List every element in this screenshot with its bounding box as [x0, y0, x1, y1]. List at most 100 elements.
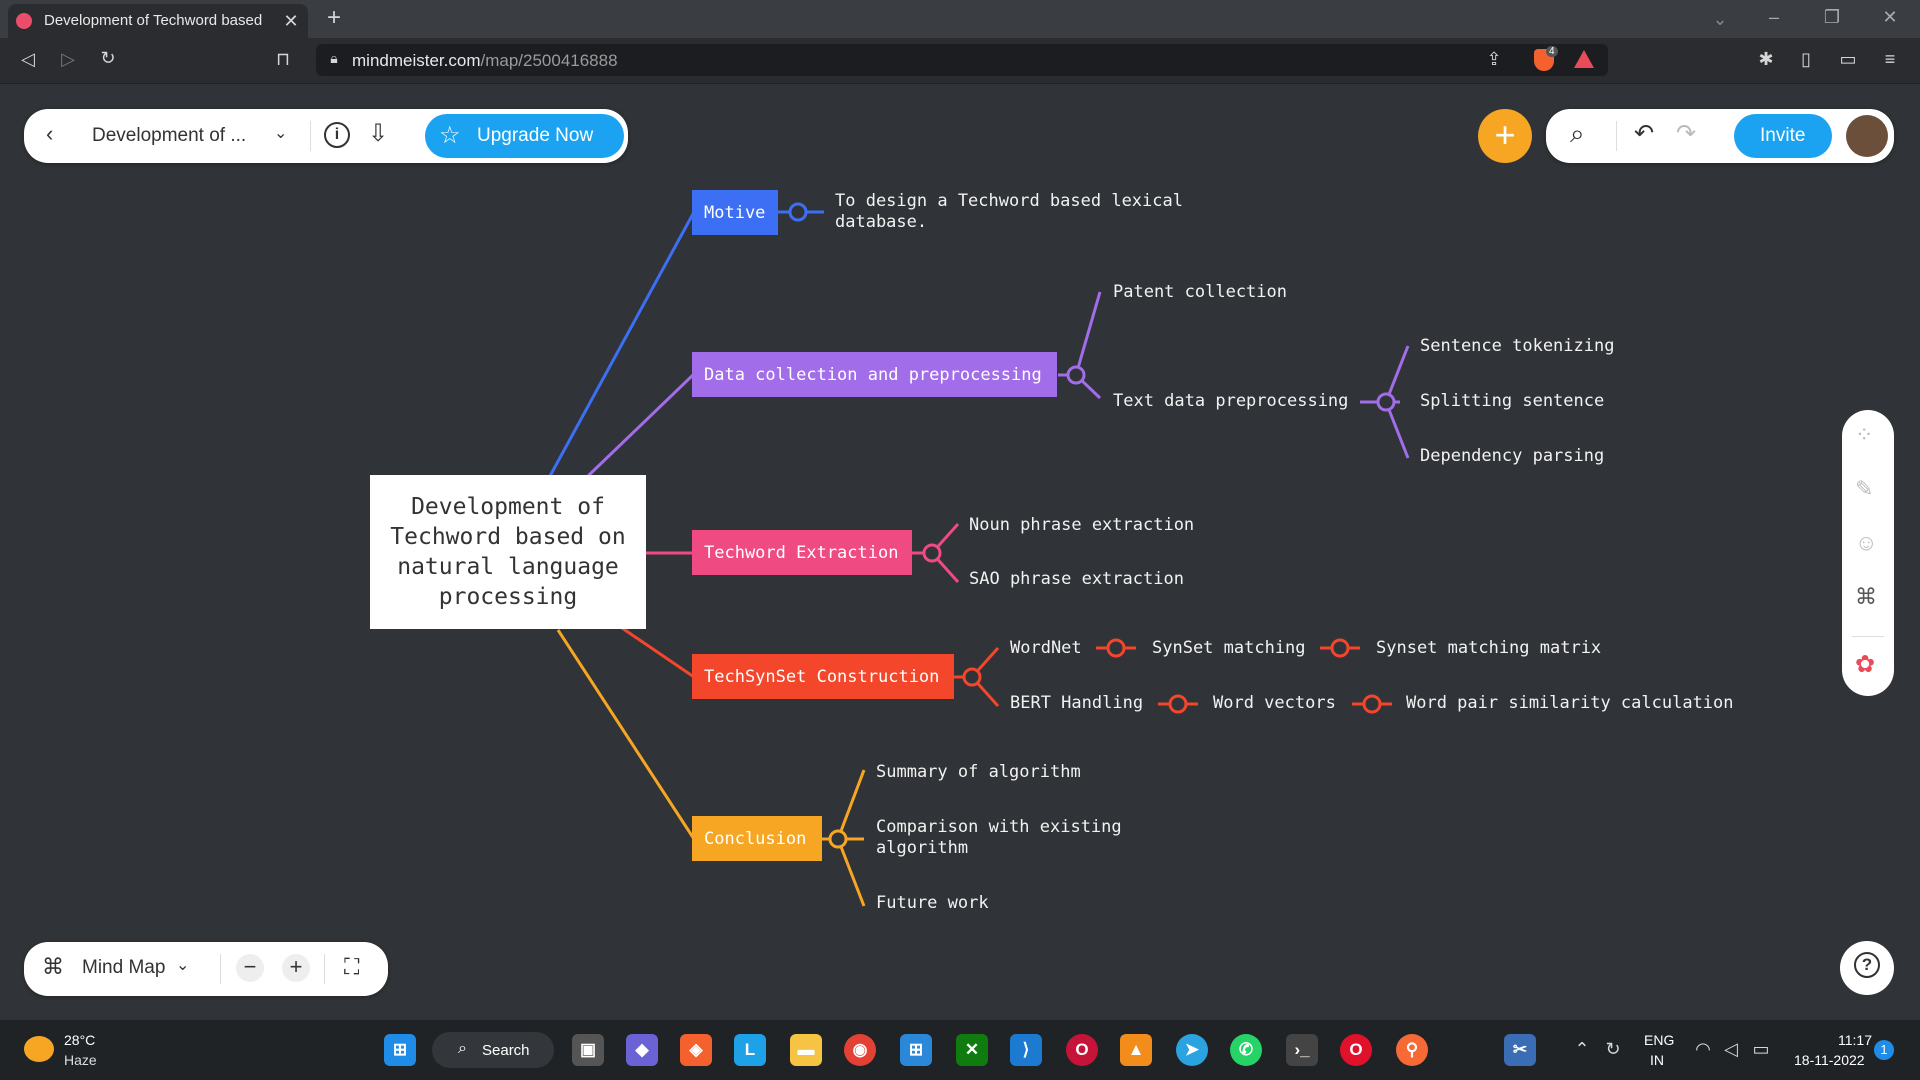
back-icon[interactable]: ◁: [21, 49, 35, 69]
leaf-word-pair-similarity[interactable]: Word pair similarity calculation: [1406, 693, 1734, 713]
wifi-icon[interactable]: ◠: [1695, 1039, 1711, 1059]
fit-to-screen-icon[interactable]: ⛶: [344, 954, 360, 979]
leaf-synset-matching-matrix[interactable]: Synset matching matrix: [1376, 638, 1602, 658]
leaf-noun-phrase-extraction[interactable]: Noun phrase extraction: [969, 515, 1195, 535]
telegram-icon[interactable]: ➤: [1176, 1034, 1208, 1066]
l-app-icon[interactable]: L: [734, 1034, 766, 1066]
style-brush-icon[interactable]: ✎: [1855, 476, 1874, 501]
node-conclusion[interactable]: Conclusion: [692, 816, 822, 861]
leaf-patent-collection[interactable]: Patent collection: [1113, 282, 1287, 302]
color-palette-icon[interactable]: ✿: [1855, 651, 1876, 678]
tab-list-chevron-icon[interactable]: ⌄: [1712, 9, 1728, 29]
browser-menu-icon[interactable]: ≡: [1884, 49, 1896, 69]
brave-browser-icon[interactable]: ◈: [680, 1034, 712, 1066]
tray-sync-icon[interactable]: ↻: [1605, 1039, 1621, 1059]
terminal-icon[interactable]: ›_: [1286, 1034, 1318, 1066]
restore-icon[interactable]: ❐: [1823, 7, 1841, 27]
teams-chat-icon[interactable]: ◆: [626, 1034, 658, 1066]
node-motive[interactable]: Motive: [692, 190, 778, 235]
leaf-motive-description[interactable]: To design a Techword based lexical datab…: [835, 191, 1183, 232]
chrome-icon[interactable]: ◉: [844, 1034, 876, 1066]
notification-badge[interactable]: 1: [1874, 1040, 1894, 1060]
task-view-icon[interactable]: ▣: [572, 1034, 604, 1066]
leaf-future-work[interactable]: Future work: [876, 893, 989, 913]
weather-temp[interactable]: 28°C: [64, 1032, 96, 1048]
bookmark-icon[interactable]: ⊓: [275, 49, 291, 69]
tray-language[interactable]: ENG: [1644, 1032, 1675, 1048]
browser-tab[interactable]: Development of Techword based ✕: [8, 4, 308, 38]
mindmap-structure-icon[interactable]: ⌘: [1855, 584, 1877, 609]
layout-icon[interactable]: ⁘: [1855, 422, 1874, 447]
root-node[interactable]: Development of Techword based on natural…: [370, 475, 646, 629]
url-bar[interactable]: 🔒︎ mindmeister.com/map/2500416888 ⇪ 4: [316, 44, 1608, 76]
zoom-out-button[interactable]: −: [236, 954, 264, 982]
extensions-icon[interactable]: ✱: [1758, 49, 1774, 69]
battery-icon[interactable]: ▭: [1752, 1039, 1770, 1059]
leaf-summary-of-algorithm[interactable]: Summary of algorithm: [876, 762, 1081, 782]
taskbar-search[interactable]: ⌕ Search: [432, 1032, 554, 1068]
node-techword-extraction[interactable]: Techword Extraction: [692, 530, 912, 575]
redo-icon[interactable]: ↷: [1676, 120, 1697, 147]
view-toolbar: ⌘ Mind Map ⌄ − + ⛶: [24, 942, 388, 996]
sidebar-icon[interactable]: ▯: [1801, 49, 1811, 69]
opera-gx-icon[interactable]: O: [1066, 1034, 1098, 1066]
tray-overflow-chevron-icon[interactable]: ⌃: [1574, 1039, 1590, 1059]
reload-icon[interactable]: ↻: [100, 48, 116, 68]
leaf-comparison-with-existing[interactable]: Comparison with existing algorithm: [876, 817, 1122, 858]
node-data-collection[interactable]: Data collection and preprocessing: [692, 352, 1057, 397]
vlc-icon[interactable]: ▲: [1120, 1034, 1152, 1066]
cloud-download-icon[interactable]: ⇩: [368, 120, 389, 147]
leaf-text-data-preprocessing[interactable]: Text data preprocessing: [1113, 391, 1349, 411]
invite-button[interactable]: Invite: [1734, 114, 1832, 158]
node-techsynset-construction[interactable]: TechSynSet Construction: [692, 654, 954, 699]
clock-time[interactable]: 11:17: [1838, 1032, 1872, 1048]
leaf-bert-handling[interactable]: BERT Handling: [1010, 693, 1144, 713]
opera-icon[interactable]: O: [1340, 1034, 1372, 1066]
leaf-sentence-tokenizing[interactable]: Sentence tokenizing: [1420, 336, 1615, 356]
taskbar-search-label: Search: [482, 1042, 530, 1059]
view-mode-label[interactable]: Mind Map: [82, 957, 166, 978]
leaf-splitting-sentence[interactable]: Splitting sentence: [1420, 391, 1605, 411]
volume-icon[interactable]: ◁: [1724, 1039, 1738, 1059]
help-button[interactable]: ?: [1840, 941, 1894, 995]
minimize-icon[interactable]: –: [1768, 7, 1779, 27]
user-avatar[interactable]: [1846, 115, 1888, 157]
leaf-synset-matching[interactable]: SynSet matching: [1152, 638, 1306, 658]
start-windows-icon[interactable]: ⊞: [384, 1034, 416, 1066]
weather-desc: Haze: [64, 1052, 97, 1068]
info-icon[interactable]: i: [324, 122, 350, 148]
vscode-icon[interactable]: ⟩: [1010, 1034, 1042, 1066]
upgrade-now-button[interactable]: ☆ Upgrade Now: [425, 114, 624, 158]
snipping-tool-icon[interactable]: ✂: [1504, 1034, 1536, 1066]
postman-icon[interactable]: ⚲: [1396, 1034, 1428, 1066]
whatsapp-icon[interactable]: ✆: [1230, 1034, 1262, 1066]
close-window-icon[interactable]: ✕: [1882, 7, 1898, 27]
emoji-icon[interactable]: ☺: [1855, 530, 1878, 555]
new-tab-button[interactable]: +: [326, 4, 341, 31]
file-explorer-icon[interactable]: ▬: [790, 1034, 822, 1066]
wallet-icon[interactable]: ▭: [1839, 49, 1857, 69]
view-mode-chevron-icon[interactable]: ⌄: [176, 957, 190, 974]
weather-icon[interactable]: [24, 1036, 54, 1062]
add-topic-button[interactable]: +: [1478, 109, 1532, 163]
undo-icon[interactable]: ↶: [1634, 120, 1655, 147]
lock-icon: 🔒︎: [330, 50, 338, 66]
mindmap-canvas[interactable]: [0, 84, 1920, 1020]
brave-rewards-icon[interactable]: [1574, 50, 1594, 68]
share-icon[interactable]: ⇪: [1486, 49, 1502, 69]
leaf-word-vectors[interactable]: Word vectors: [1213, 693, 1336, 713]
leaf-wordnet[interactable]: WordNet: [1010, 638, 1082, 658]
microsoft-store-icon[interactable]: ⊞: [900, 1034, 932, 1066]
leaf-sao-phrase-extraction[interactable]: SAO phrase extraction: [969, 569, 1184, 589]
forward-icon[interactable]: ▷: [61, 49, 75, 69]
back-to-dashboard-icon[interactable]: ‹: [46, 121, 54, 146]
view-toolbar-divider-2: [324, 954, 325, 984]
leaf-dependency-parsing[interactable]: Dependency parsing: [1420, 446, 1605, 466]
title-menu-chevron-icon[interactable]: ⌄: [274, 125, 288, 142]
tab-close-icon[interactable]: ✕: [283, 11, 299, 31]
xbox-icon[interactable]: ✕: [956, 1034, 988, 1066]
map-title[interactable]: Development of ...: [92, 125, 247, 146]
zoom-in-button[interactable]: +: [282, 954, 310, 982]
search-icon[interactable]: ⌕: [1570, 118, 1585, 148]
